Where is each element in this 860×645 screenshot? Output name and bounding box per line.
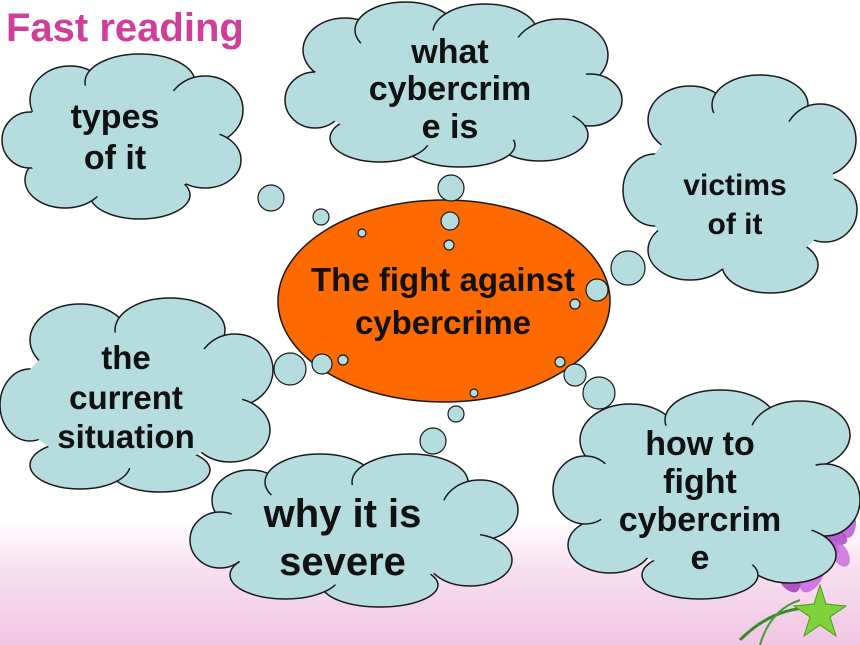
connector-bubbles (257, 174, 646, 455)
cloud-types-text: types of it (40, 97, 190, 179)
cloud-why-text: why it is severe (230, 490, 455, 586)
center-label: The fight against cybercrime (278, 259, 608, 345)
cloud-victims-line-1: victims (683, 169, 787, 202)
cloud-victims-line-2: of it (707, 208, 763, 241)
cloud-what-line-2: cybercrim (368, 70, 532, 109)
cloud-how-line-3: cybercrim (618, 501, 782, 540)
center-line-2: cybercrime (354, 303, 532, 341)
cloud-how (552, 389, 860, 600)
cloud-victims (622, 74, 858, 294)
cloud-victims-text: victims of it (660, 166, 810, 244)
center-line-1: The fight against (311, 261, 575, 298)
cloud-how-line-2: fight (663, 463, 737, 502)
cloud-how-text: how to fight cybercrim e (600, 425, 800, 577)
cloud-current-line-1: the (101, 339, 151, 376)
cloud-why-line-2: severe (279, 540, 406, 584)
cloud-what-line-3: e is (421, 107, 479, 146)
cloud-current-text: the current situation (36, 338, 216, 457)
cloud-what-line-1: what (411, 33, 489, 71)
cloud-types-line-2: of it (83, 138, 147, 177)
cloud-why (189, 453, 519, 608)
cloud-current-line-3: situation (57, 418, 195, 456)
cloud-what-text: what cybercrim e is (330, 33, 570, 146)
cloud-how-line-1: how to (645, 425, 755, 463)
cloud-what (284, 1, 623, 168)
cloud-types-line-1: types (70, 98, 160, 136)
cloud-types (1, 53, 244, 220)
cloud-current (0, 297, 274, 493)
cloud-why-line-1: why it is (263, 492, 422, 536)
slide-title: Fast reading (6, 6, 244, 50)
center-ellipse (277, 199, 611, 403)
cloud-current-line-2: current (69, 378, 183, 416)
cloud-how-line-4: e (690, 539, 710, 578)
